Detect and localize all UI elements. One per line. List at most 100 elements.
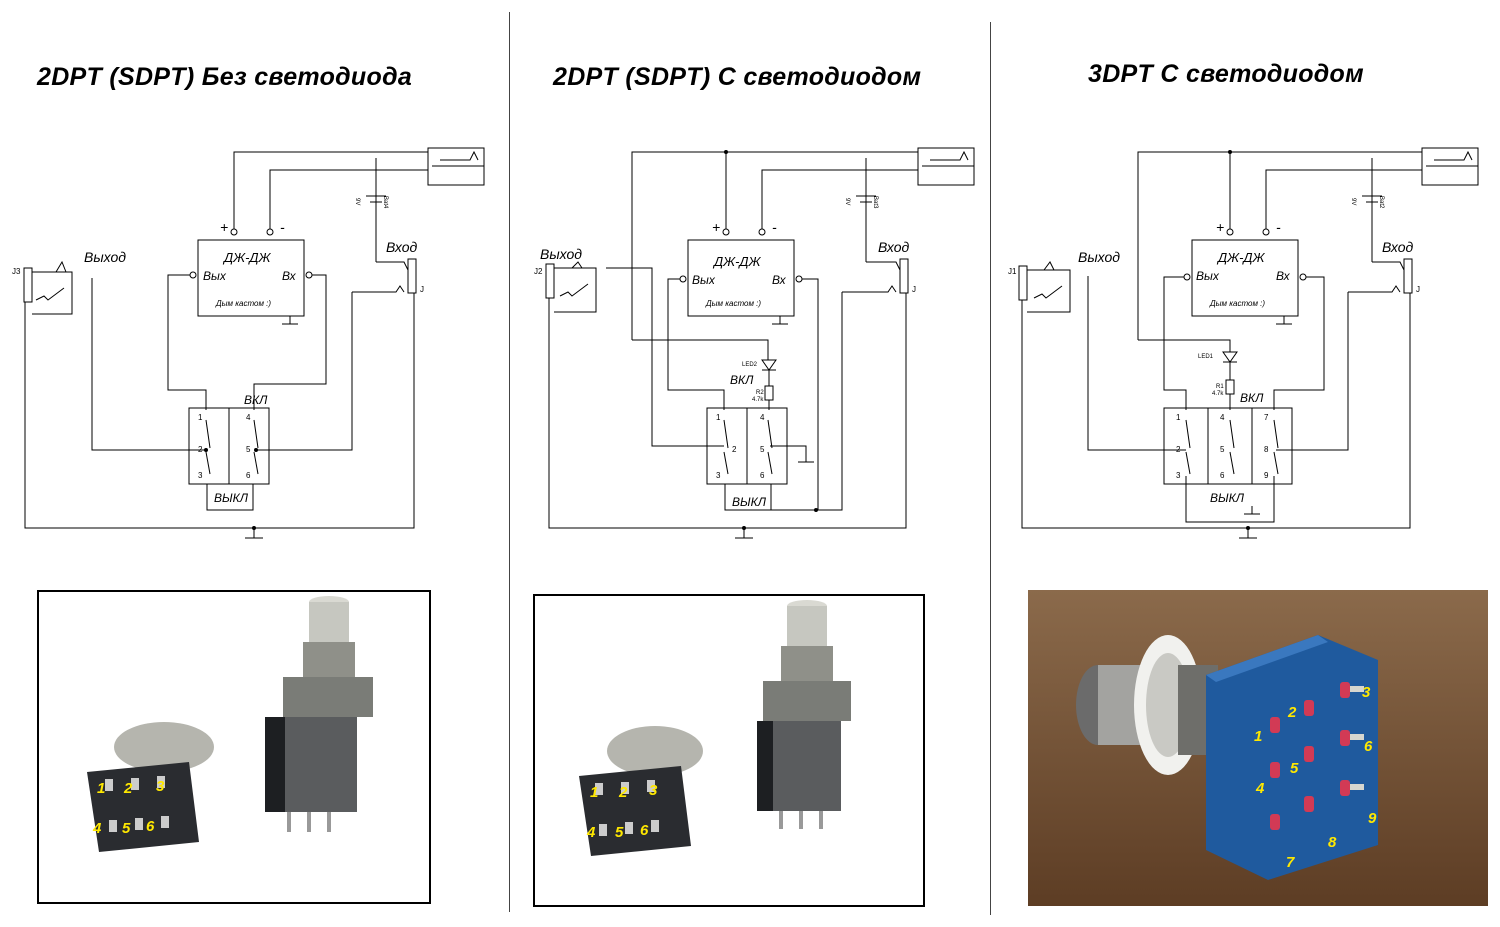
photo-pin-3: 3 bbox=[649, 782, 658, 799]
resistor-ref: R2 bbox=[756, 390, 764, 396]
photo-pin-6: 6 bbox=[1364, 738, 1373, 755]
pin-6: 6 bbox=[1220, 471, 1225, 480]
minus-sign: - bbox=[772, 219, 777, 235]
pedal-caption: Дым кастом :) bbox=[215, 299, 271, 308]
pedal-out-label: Вых bbox=[1196, 269, 1220, 283]
pin-5: 5 bbox=[1220, 445, 1225, 454]
pedal-out-label: Вых bbox=[203, 269, 227, 283]
minus-sign: - bbox=[1276, 219, 1281, 235]
pedal-in-label: Вх bbox=[1276, 269, 1291, 283]
plus-sign: + bbox=[1216, 219, 1224, 235]
output-jack-ref: J3 bbox=[12, 267, 21, 276]
battery-ref: Bat3 bbox=[872, 196, 878, 209]
pin-5: 5 bbox=[246, 445, 251, 454]
photo-pin-6: 6 bbox=[640, 822, 649, 839]
resistor-value: 4.7k bbox=[1212, 391, 1224, 397]
pin-2: 2 bbox=[198, 445, 203, 454]
switch-off-label: ВЫКЛ bbox=[1210, 491, 1245, 505]
footswitch-illustration bbox=[1028, 590, 1488, 906]
pin-4: 4 bbox=[246, 413, 251, 422]
switch-block bbox=[188, 407, 230, 485]
pin-1: 1 bbox=[716, 413, 721, 422]
photo-pin-1: 1 bbox=[97, 780, 106, 797]
divider-right bbox=[990, 22, 991, 915]
photo-pin-6: 6 bbox=[146, 818, 155, 835]
input-jack-ref: J bbox=[420, 285, 424, 294]
pin-4: 4 bbox=[1220, 413, 1225, 422]
panel-1-title: 2DPT (SDPT) Без светодиода bbox=[37, 63, 413, 91]
pin-2: 2 bbox=[1176, 445, 1181, 454]
pin-8: 8 bbox=[1264, 445, 1269, 454]
pin-1: 1 bbox=[198, 413, 203, 422]
schematic-panel-3: Выход Вход ДЖ-ДЖ Вых Вх Дым кастом :) ВК… bbox=[1008, 147, 1479, 539]
battery-voltage: 9V bbox=[1350, 198, 1356, 205]
schematic-panel-1: Выход Вход ДЖ-ДЖ Вых Вх Дым кастом :) ВК… bbox=[12, 147, 485, 539]
input-jack-ref: J bbox=[1416, 285, 1420, 294]
pin-3: 3 bbox=[716, 471, 721, 480]
input-jack-ref: J bbox=[912, 285, 916, 294]
photo-pin-5: 5 bbox=[615, 824, 624, 841]
footswitch-illustration bbox=[87, 596, 373, 852]
output-label: Выход bbox=[540, 246, 582, 262]
pedal-in-label: Вх bbox=[282, 269, 297, 283]
photo-pin-2: 2 bbox=[619, 784, 628, 801]
plus-sign: + bbox=[712, 219, 720, 235]
battery-voltage: 9V bbox=[844, 198, 850, 205]
input-label: Вход bbox=[386, 239, 418, 255]
photo-pin-3: 3 bbox=[1362, 684, 1371, 701]
pedal-out-label: Вых bbox=[692, 273, 716, 287]
pin-2: 2 bbox=[732, 445, 737, 454]
photo-panel-1: 1 2 3 4 5 6 bbox=[37, 590, 431, 904]
photo-pin-4: 4 bbox=[1256, 780, 1265, 797]
pin-3: 3 bbox=[198, 471, 203, 480]
photo-pin-2: 2 bbox=[124, 780, 133, 797]
pin-1: 1 bbox=[1176, 413, 1181, 422]
photo-pin-1: 1 bbox=[590, 784, 599, 801]
schematic-panel-2: Выход Вход ДЖ-ДЖ Вых Вх Дым кастом :) ВК… bbox=[534, 147, 975, 539]
switch-off-label: ВЫКЛ bbox=[732, 495, 767, 509]
output-label: Выход bbox=[1078, 249, 1120, 265]
photo-pin-8: 8 bbox=[1328, 834, 1337, 851]
pin-4: 4 bbox=[760, 413, 765, 422]
led-ref: LED1 bbox=[1198, 354, 1214, 360]
photo-pin-5: 5 bbox=[1290, 760, 1299, 777]
photo-pin-1: 1 bbox=[1254, 728, 1263, 745]
photo-pin-5: 5 bbox=[122, 820, 131, 837]
output-jack-body bbox=[23, 267, 33, 303]
output-jack-ref: J1 bbox=[1008, 267, 1017, 276]
panel-2-title: 2DPT (SDPT) С светодиодом bbox=[553, 63, 922, 91]
pedal-name: ДЖ-ДЖ bbox=[1216, 250, 1266, 265]
photo-pin-2: 2 bbox=[1288, 704, 1297, 721]
switch-off-label: ВЫКЛ bbox=[214, 491, 249, 505]
switch-on-label: ВКЛ bbox=[730, 373, 754, 387]
photo-panel-3: 1 2 3 4 5 6 7 8 9 bbox=[1028, 590, 1488, 906]
photo-pin-9: 9 bbox=[1368, 810, 1377, 827]
pin-6: 6 bbox=[246, 471, 251, 480]
pedal-name: ДЖ-ДЖ bbox=[222, 250, 272, 265]
pedal-caption: Дым кастом :) bbox=[705, 299, 761, 308]
input-jack-body bbox=[407, 258, 417, 294]
pedal-in-label: Вх bbox=[772, 273, 787, 287]
battery-ref: Bat4 bbox=[382, 196, 388, 209]
photo-panel-2: 1 2 3 4 5 6 bbox=[533, 594, 925, 907]
switch-on-label: ВКЛ bbox=[244, 393, 268, 407]
resistor-value: 4.7k bbox=[752, 397, 764, 403]
plus-sign: + bbox=[220, 219, 228, 235]
photo-pin-3: 3 bbox=[156, 778, 165, 795]
panel-3-title: 3DPT С светодиодом bbox=[1088, 60, 1364, 88]
pin-7: 7 bbox=[1264, 413, 1269, 422]
pedal-caption: Дым кастом :) bbox=[1209, 299, 1265, 308]
battery-voltage: 9V bbox=[354, 198, 360, 205]
pin-3: 3 bbox=[1176, 471, 1181, 480]
photo-pin-4: 4 bbox=[93, 820, 102, 837]
input-label: Вход bbox=[878, 239, 910, 255]
pin-9: 9 bbox=[1264, 471, 1269, 480]
resistor-ref: R1 bbox=[1216, 384, 1224, 390]
input-label: Вход bbox=[1382, 239, 1414, 255]
switch-on-label: ВКЛ bbox=[1240, 391, 1264, 405]
pedal-name: ДЖ-ДЖ bbox=[712, 254, 762, 269]
pedal-box bbox=[197, 239, 305, 317]
pin-5: 5 bbox=[760, 445, 765, 454]
divider-left bbox=[509, 12, 510, 912]
pin-6: 6 bbox=[760, 471, 765, 480]
